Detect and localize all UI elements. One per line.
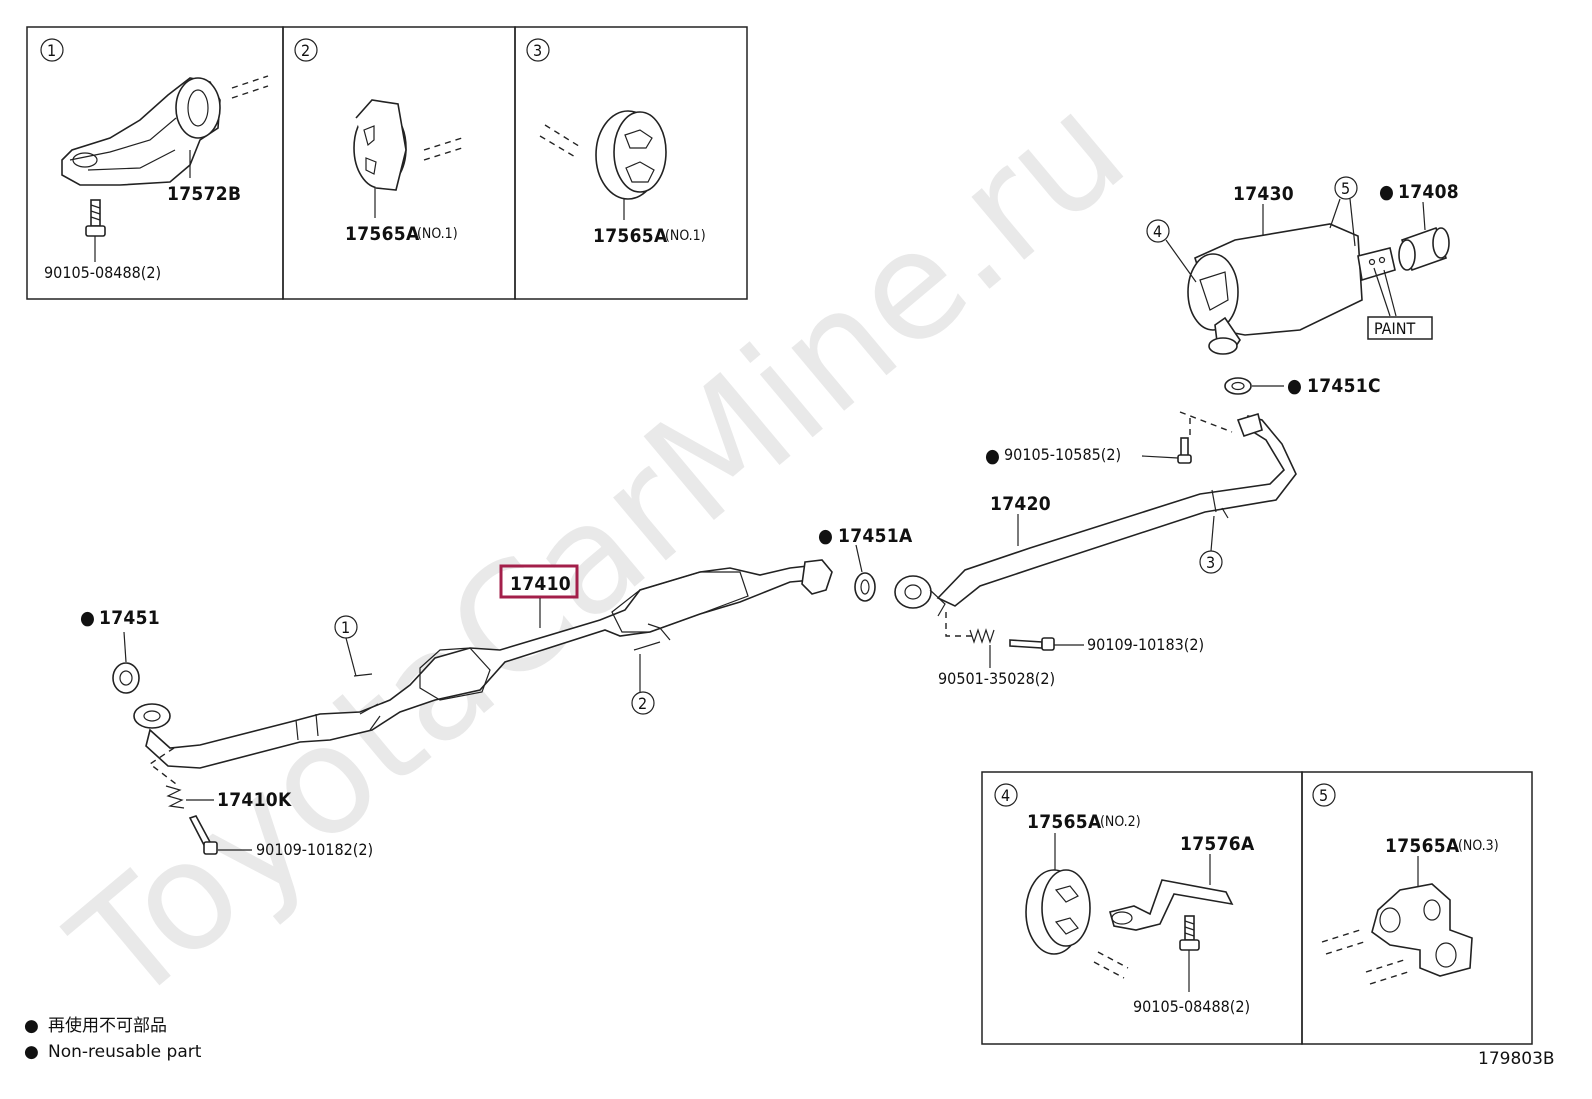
inset-box-3: 3 17565A (NO.1) (514, 26, 748, 300)
part-label-17451a: 17451A (838, 525, 913, 547)
front-exhaust-pipe-17410-part (133, 559, 833, 769)
bolt-90105-10585-part (1177, 437, 1192, 464)
part-label-17451: 17451 (99, 607, 160, 629)
part-label-17410: 17410 (510, 573, 571, 595)
diagram-id: 179803B (1478, 1049, 1555, 1069)
callout-3-tailpipe: 3 (1206, 553, 1215, 572)
nonreusable-dot-17451c: ● (1287, 375, 1302, 397)
rubber-hanger-no1-part (353, 99, 407, 191)
paint-label: PAINT (1374, 319, 1416, 338)
highlight-box-17410 (499, 564, 579, 599)
callout-2-frontpipe: 2 (638, 694, 647, 713)
part-label-90109-10182: 90109-10182(2) (256, 840, 373, 859)
bracket-17576a-part (1109, 879, 1234, 931)
part-suffix-no1-box2: (NO.1) (417, 226, 458, 242)
spring-90501-35028-part (969, 628, 995, 644)
box-number-4: 4 (1001, 786, 1010, 805)
tail-pipe-tip-17408-part (1398, 226, 1450, 272)
gasket-17451-part (112, 662, 140, 694)
legend: ● 再使用不可部品 ● Non-reusable part (24, 1015, 202, 1062)
part-label-17565a-no2: 17565A (1027, 811, 1102, 833)
bolt-icon (85, 199, 106, 237)
bolt-90105-08488-b-part (1179, 915, 1200, 951)
inset-box-5: 5 17565A (NO.3) (1301, 771, 1533, 1045)
inset-box-2: 2 17565A (NO.1) (282, 26, 516, 300)
part-label-17565a-no3: 17565A (1385, 835, 1460, 857)
box-number-3: 3 (533, 41, 542, 60)
inset-box-1: 1 17572B 90105-08488(2) (26, 26, 284, 300)
nonreusable-dot-90105-10585: ● (985, 445, 1000, 467)
watermark-text: ToyotaCarMine.ru (41, 62, 1157, 1038)
part-label-90105-08488-a: 90105-08488(2) (44, 263, 161, 282)
gasket-17451a-part (854, 572, 876, 602)
legend-japanese-text: 再使用不可部品 (48, 1015, 167, 1036)
part-label-17451c: 17451C (1307, 375, 1381, 397)
bolt-90109-10183-part (1009, 637, 1055, 651)
inset-box-4: 4 17565A (NO.2) 17576A 90105-08488(2) (981, 771, 1303, 1045)
rubber-hanger-no1-b-part (595, 110, 667, 200)
part-label-17576a: 17576A (1180, 833, 1255, 855)
part-label-17410k: 17410K (217, 789, 292, 811)
box-number-5: 5 (1319, 786, 1328, 805)
part-suffix-no2: (NO.2) (1100, 814, 1141, 830)
nonreusable-dot-17408: ● (1379, 181, 1394, 203)
bolt-90109-10182-part (188, 815, 218, 855)
part-suffix-no3: (NO.3) (1458, 838, 1499, 854)
box-number-1: 1 (47, 41, 56, 60)
part-label-17420: 17420 (990, 493, 1051, 515)
rubber-hanger-no3-part (1371, 883, 1473, 977)
part-suffix-no1-box3: (NO.1) (665, 228, 706, 244)
bracket-17572b-part (61, 77, 221, 186)
part-label-17408: 17408 (1398, 181, 1459, 203)
part-label-90501-35028: 90501-35028(2) (938, 669, 1055, 688)
spring-17410k-part (165, 785, 185, 809)
legend-bullet-en: ● (24, 1042, 39, 1062)
legend-english-text: Non-reusable part (48, 1042, 202, 1062)
nonreusable-dot-17451a: ● (818, 525, 833, 547)
callout-1-frontpipe: 1 (341, 618, 350, 637)
gasket-17451c-part (1224, 377, 1252, 395)
callout-5-muffler: 5 (1341, 179, 1350, 198)
tail-pipe-17420-part (894, 412, 1297, 617)
part-label-90105-08488-b: 90105-08488(2) (1133, 997, 1250, 1016)
legend-bullet-jp: ● (24, 1016, 39, 1036)
muffler-17430-part (1187, 223, 1396, 355)
part-label-90109-10183: 90109-10183(2) (1087, 635, 1204, 654)
nonreusable-dot-17451: ● (80, 607, 95, 629)
part-label-90105-10585: 90105-10585(2) (1004, 445, 1121, 464)
box-number-2: 2 (301, 41, 310, 60)
part-label-17565a-box2: 17565A (345, 223, 420, 245)
rubber-hanger-no2-part (1025, 869, 1091, 955)
part-label-17565a-box3: 17565A (593, 225, 668, 247)
part-label-17572b: 17572B (167, 183, 241, 205)
callout-4-muffler: 4 (1153, 222, 1162, 241)
part-label-17430: 17430 (1233, 183, 1294, 205)
